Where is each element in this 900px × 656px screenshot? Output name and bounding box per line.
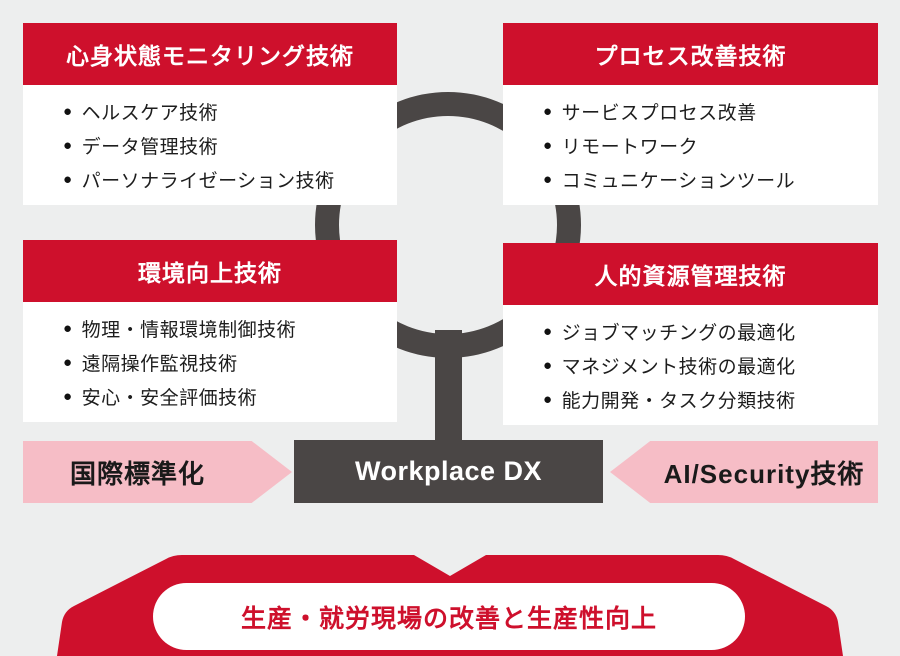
center-stem-connector [435, 330, 462, 448]
list-item-label: ジョブマッチングの最適化 [561, 322, 796, 344]
bullet-icon: ● [63, 387, 73, 405]
bullet-icon: ● [63, 170, 73, 188]
list-item: ● ジョブマッチングの最適化 [543, 314, 878, 348]
quadrant-process: プロセス改善技術 ● サービスプロセス改善 ● リモートワーク ● コミュニケーション… [503, 23, 878, 205]
quadrant-title: 環境向上技術 [23, 240, 397, 302]
arrow-label: 国際標準化 [69, 458, 205, 489]
list-item-label: 安心・安全評価技術 [81, 387, 258, 409]
list-item: ● コミュニケーションツール [543, 162, 878, 196]
bullet-icon: ● [63, 102, 73, 120]
list-item-label: 遠隔操作監視技術 [81, 353, 238, 375]
list-item: ● サービスプロセス改善 [543, 94, 878, 128]
left-arrow-label-ai-security: AI/Security技術 [610, 441, 878, 503]
list-item: ● 遠隔操作監視技術 [63, 345, 397, 379]
quadrant-title: 人的資源管理技術 [503, 243, 878, 305]
list-item: ● 安心・安全評価技術 [63, 379, 397, 413]
workplace-dx-box: Workplace DX [294, 440, 603, 503]
list-item-label: リモートワーク [561, 136, 699, 158]
list-item: ● 能力開発・タスク分類技術 [543, 382, 878, 416]
list-item-label: 物理・情報環境制御技術 [81, 319, 297, 341]
list-item: ● リモートワーク [543, 128, 878, 162]
quadrant-title: プロセス改善技術 [503, 23, 878, 85]
quadrant-item-list: ● ヘルスケア技術 ● データ管理技術 ● パーソナライゼーション技術 [23, 85, 397, 205]
list-item: ● 物理・情報環境制御技術 [63, 311, 397, 345]
list-item: ● ヘルスケア技術 [63, 94, 397, 128]
quadrant-item-list: ● ジョブマッチングの最適化 ● マネジメント技術の最適化 ● 能力開発・タスク分類技… [503, 305, 878, 425]
list-item-label: マネジメント技術の最適化 [561, 356, 796, 378]
quadrant-human-resources: 人的資源管理技術 ● ジョブマッチングの最適化 ● マネジメント技術の最適化 ● 能力… [503, 243, 878, 425]
bullet-icon: ● [63, 319, 73, 337]
quadrant-item-list: ● 物理・情報環境制御技術 ● 遠隔操作監視技術 ● 安心・安全評価技術 [23, 302, 397, 422]
workplace-dx-label: Workplace DX [354, 456, 543, 486]
list-item-label: 能力開発・タスク分類技術 [561, 390, 796, 412]
quadrant-environment: 環境向上技術 ● 物理・情報環境制御技術 ● 遠隔操作監視技術 ● 安心・安全評価技術 [23, 240, 397, 422]
list-item-label: データ管理技術 [81, 136, 219, 158]
list-item: ● マネジメント技術の最適化 [543, 348, 878, 382]
quadrant-title: 心身状態モニタリング技術 [23, 23, 397, 85]
list-item-label: ヘルスケア技術 [81, 102, 219, 124]
list-item-label: コミュニケーションツール [561, 170, 796, 192]
bullet-icon: ● [63, 353, 73, 371]
bullet-icon: ● [543, 136, 553, 154]
bullet-icon: ● [543, 390, 553, 408]
bullet-icon: ● [543, 102, 553, 120]
list-item: ● パーソナライゼーション技術 [63, 162, 397, 196]
list-item: ● データ管理技術 [63, 128, 397, 162]
quadrant-monitoring: 心身状態モニタリング技術 ● ヘルスケア技術 ● データ管理技術 ● パーソナライゼー… [23, 23, 397, 205]
quadrant-item-list: ● サービスプロセス改善 ● リモートワーク ● コミュニケーションツール [503, 85, 878, 205]
bullet-icon: ● [63, 136, 73, 154]
bullet-icon: ● [543, 356, 553, 374]
bullet-icon: ● [543, 322, 553, 340]
list-item-label: サービスプロセス改善 [561, 102, 757, 124]
right-arrow-label-international-standardization: 国際標準化 [23, 441, 292, 503]
banner-outcome-label: 生産・就労現場の改善と生産性向上 [240, 604, 657, 633]
banner-outcome-pill: 生産・就労現場の改善と生産性向上 [153, 583, 745, 650]
bullet-icon: ● [543, 170, 553, 188]
list-item-label: パーソナライゼーション技術 [81, 170, 335, 192]
arrow-label: AI/Security技術 [663, 458, 865, 489]
